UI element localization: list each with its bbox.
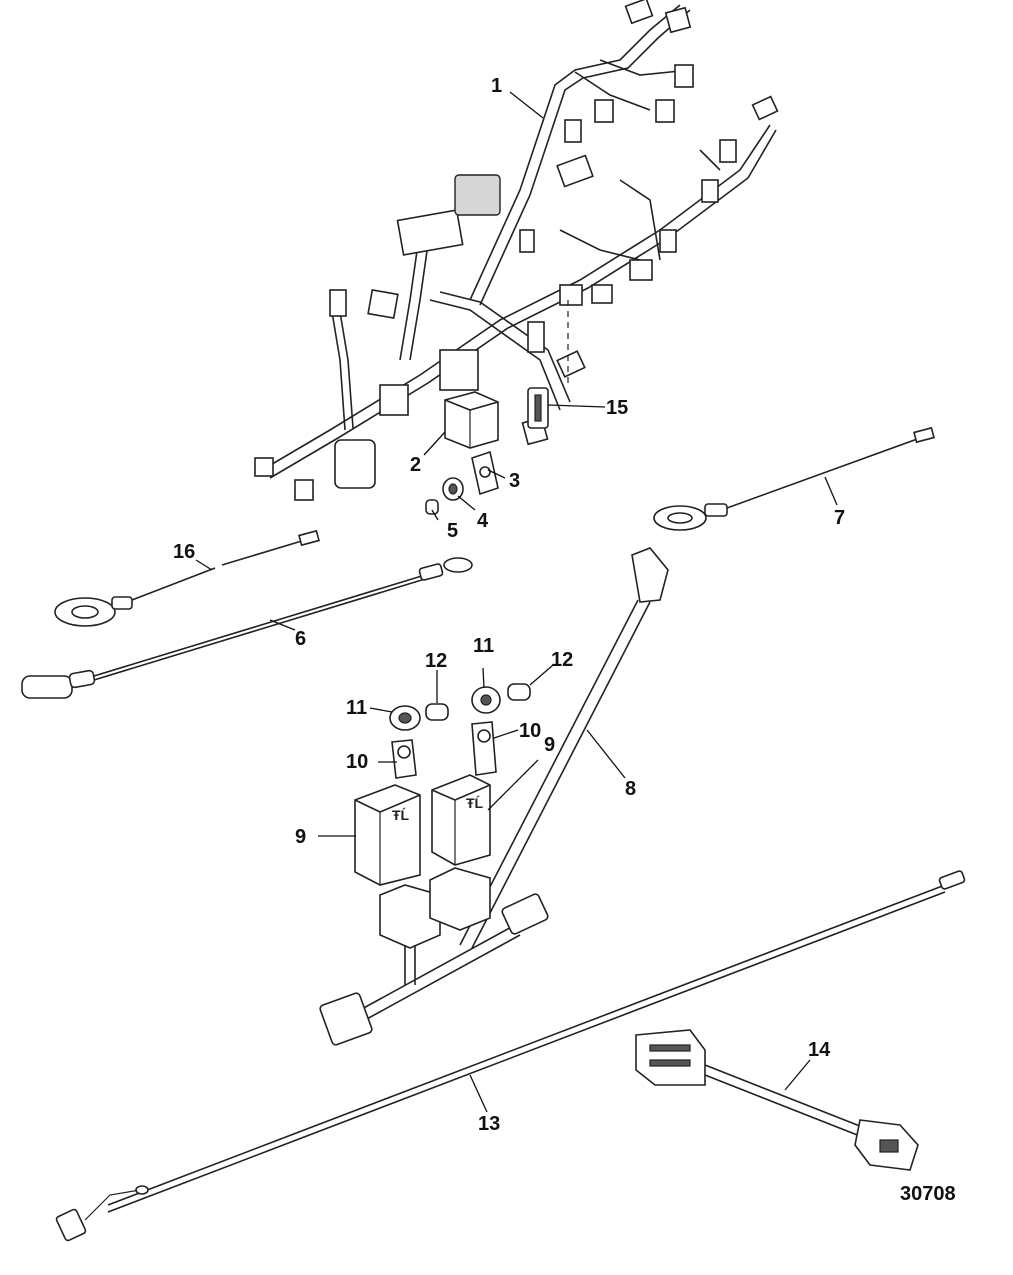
part-11-grommet-right [471, 686, 501, 714]
callout-9-left: 9 [295, 826, 306, 848]
part-13-lead-wire [55, 870, 966, 1242]
part-12-pin-right [507, 683, 531, 701]
part-10-clip-right [471, 721, 497, 776]
callout-5: 5 [447, 520, 458, 542]
callout-11-left: 11 [346, 697, 367, 719]
part-4-grommet [442, 477, 464, 501]
callout-10-left: 10 [346, 751, 368, 773]
part-15-connector [527, 387, 549, 429]
part-5-pin [425, 499, 439, 515]
callout-16: 16 [173, 541, 195, 563]
svg-text:ŦĹ: ŦĹ [466, 795, 484, 811]
part-7-ring-terminal-cable [653, 426, 935, 531]
callout-labels: 1 2 3 4 5 6 7 8 9 9 10 10 11 11 12 12 13… [173, 75, 845, 1135]
callout-11-right: 11 [473, 635, 494, 657]
part-2-relay-socket [444, 391, 499, 449]
callout-1: 1 [491, 75, 502, 97]
part-9-relay-right: ŦĹ [431, 774, 491, 866]
callout-12-right: 12 [551, 649, 573, 671]
part-3-clip [471, 450, 499, 496]
svg-text:ŦĹ: ŦĹ [392, 807, 410, 823]
callout-2: 2 [410, 454, 421, 476]
callout-15: 15 [606, 397, 628, 419]
callout-7: 7 [834, 507, 845, 529]
callout-12-left: 12 [425, 650, 447, 672]
callout-3: 3 [509, 470, 520, 492]
part-8-relay-harness [319, 547, 669, 1046]
figure-number: 30708 [900, 1183, 956, 1205]
callout-13: 13 [478, 1113, 500, 1135]
part-9-relay-left: ŦĹ [354, 784, 421, 886]
callout-4: 4 [477, 510, 489, 532]
callout-8: 8 [625, 778, 636, 800]
callout-14: 14 [808, 1039, 831, 1061]
part-6-ground-cable [21, 557, 473, 699]
part-10-clip-left [391, 739, 417, 779]
part-14-adapter-harness [635, 1029, 919, 1171]
part-12-pin-left [425, 703, 449, 721]
part-16-ring-terminal-cable [54, 529, 320, 627]
callout-6: 6 [295, 628, 306, 650]
callout-10-right: 10 [519, 720, 541, 742]
part-11-grommet-left [389, 705, 421, 731]
callout-9-right: 9 [544, 734, 555, 756]
leader-lines [195, 91, 838, 1113]
main-wiring-harness [254, 0, 779, 501]
